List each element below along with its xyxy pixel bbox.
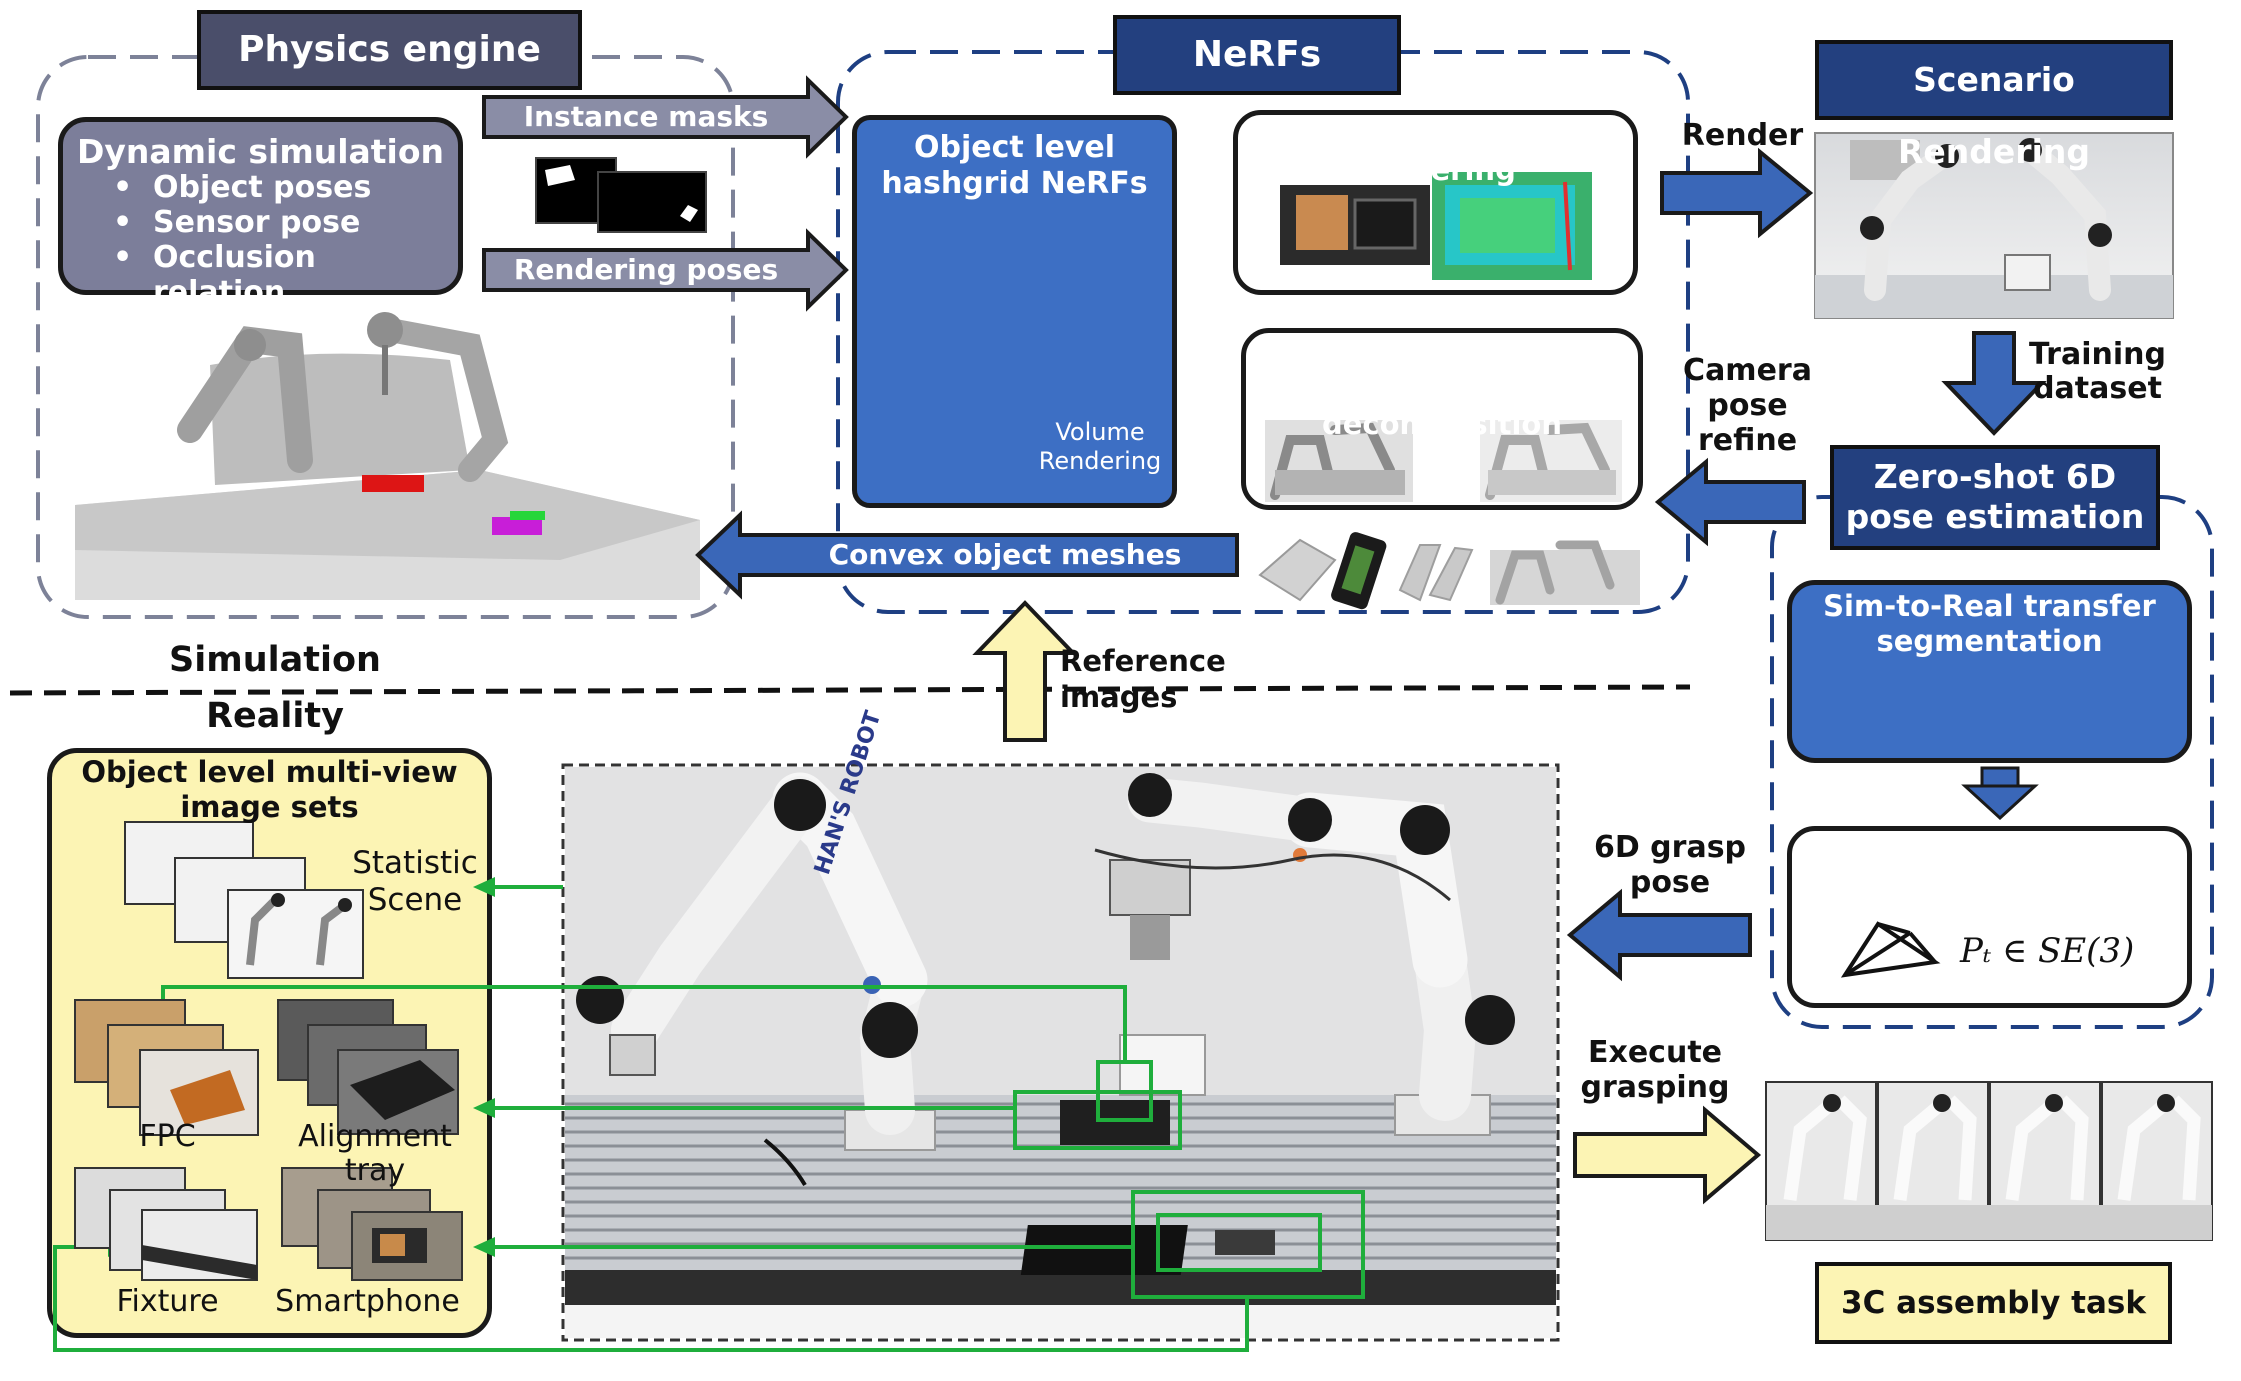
training-dataset-line1: Training	[2029, 337, 2166, 372]
execute-grasping-line2: grasping	[1580, 1070, 1730, 1105]
list-item: Sensor pose	[113, 205, 458, 240]
camera-pose-refine-line2: pose	[1707, 388, 1788, 423]
rendering-poses-label: Rendering poses	[513, 253, 779, 286]
statistic-scene-line1: Statistic	[352, 845, 478, 881]
statistic-scene-label: Statistic Scene	[345, 845, 485, 919]
grasp-pose-line1: 6D grasp	[1593, 830, 1747, 865]
instance-mask-thumbnails	[535, 157, 707, 233]
dynamic-simulation-box: Dynamic simulation Object poses Sensor p…	[58, 117, 463, 310]
nerfs-title: NeRFs	[1113, 15, 1401, 95]
hashgrid-title-line2: hashgrid NeRFs	[881, 166, 1148, 201]
alignment-tray-label: Alignment tray	[298, 1119, 452, 1188]
instance-masks-arrow	[482, 75, 849, 159]
segmentation-box: Sim-to-Real transfer segmentation	[1787, 580, 2192, 763]
list-item: Object poses	[113, 170, 458, 205]
multimodal-title-line2: rendering	[1355, 153, 1516, 187]
marching-title-line1: Marching cube & convex	[1304, 337, 1580, 406]
segmentation-title-line2: segmentation	[1876, 624, 2103, 658]
sim-reality-divider	[9, 684, 1691, 696]
convex-meshes-arrow	[695, 510, 1239, 600]
multimodal-rendering-box: Object multi-modal rendering	[1233, 110, 1638, 295]
hashgrid-title-line1: Object level	[914, 130, 1115, 165]
convex-object-meshes-label: Convex object meshes	[828, 538, 1182, 571]
execute-grasping-arrow	[1573, 1105, 1762, 1205]
marching-cube-box: Marching cube & convex decomposition	[1241, 328, 1643, 510]
execute-grasping-label: Execute grasping	[1580, 1035, 1730, 1105]
zero-shot-title: Zero-shot 6D pose estimation	[1830, 445, 2160, 550]
training-dataset-line2: dataset	[2033, 371, 2162, 406]
reality-label: Reality	[206, 696, 344, 736]
simulation-scene-picture	[75, 312, 700, 600]
camera-frustum-icon	[1840, 921, 1941, 978]
image-sets-title-line1: Object level multi-view	[81, 755, 458, 789]
camera-pose-refine-line1: Camera	[1683, 353, 1812, 388]
pose-estimation-box: Pose estimation with NeRF inverting Pₜ ∈…	[1787, 826, 2192, 1008]
segmentation-to-pose-arrow	[1961, 766, 2039, 821]
reference-images-label: Reference images	[1060, 644, 1226, 714]
multimodal-title-line1: Object multi-modal	[1278, 119, 1593, 153]
camera-pose-refine-arrow	[1654, 457, 1806, 547]
pose-formula: Pₜ ∈ SE(3)	[1960, 931, 2135, 971]
render-label: Render	[1681, 118, 1804, 153]
instance-masks-label: Instance masks	[523, 100, 769, 133]
assembly-task-title: 3C assembly task	[1815, 1262, 2172, 1344]
marching-title-line2: decomposition	[1321, 407, 1562, 441]
grasp-pose-arrow	[1566, 888, 1752, 982]
statistic-scene-line2: Scene	[367, 882, 463, 918]
rendering-poses-arrow	[482, 228, 849, 312]
volume-rendering-label: Volume Rendering	[1030, 418, 1170, 476]
camera-pose-refine-label: Camera pose refine	[1675, 353, 1820, 458]
image-set-thumbnails	[74, 821, 463, 1281]
image-sets-title-line2: image sets	[180, 790, 359, 824]
training-dataset-label: Training dataset	[2020, 338, 2175, 406]
multimodal-rendering-picture	[1280, 172, 1592, 280]
dynamic-simulation-title: Dynamic simulation	[76, 132, 445, 171]
simulation-label: Simulation	[169, 640, 381, 680]
volume-rendering-line1: Volume	[1055, 418, 1145, 446]
real-robot-photo	[565, 767, 1556, 1338]
zero-shot-title-line1: Zero-shot 6D	[1873, 457, 2117, 496]
image-sets-title: Object level multi-view image sets	[62, 755, 477, 825]
marching-cube-picture	[1265, 420, 1622, 502]
execute-grasping-line1: Execute	[1587, 1035, 1723, 1070]
volume-rendering-line2: Rendering	[1038, 447, 1162, 475]
camera-pose-refine-line3: refine	[1697, 423, 1798, 458]
convex-mesh-pictures	[1258, 532, 1640, 610]
robot-photo-frame	[561, 763, 1560, 1342]
zero-shot-title-line2: pose estimation	[1845, 497, 2145, 536]
grasp-pose-line2: pose	[1629, 865, 1711, 900]
physics-engine-title: Physics engine	[197, 10, 582, 90]
scenario-rendering-picture	[1814, 132, 2174, 319]
list-item: Occlusion relation	[113, 240, 458, 310]
pose-estimation-title-line2: with NeRF inverting	[1826, 874, 2153, 908]
assembly-photos	[1765, 1081, 2213, 1241]
marching-arrow-icon	[1415, 450, 1475, 474]
dynamic-simulation-list: Object poses Sensor pose Occlusion relat…	[63, 170, 458, 310]
render-arrow	[1660, 147, 1814, 239]
fixture-label: Fixture	[116, 1284, 219, 1319]
segmentation-title-line1: Sim-to-Real transfer	[1823, 589, 2156, 623]
scenario-rendering-title: Scenario Rendering	[1815, 40, 2173, 171]
smartphone-label: Smartphone	[275, 1284, 460, 1319]
hashgrid-nerfs-box: Object level hashgrid NeRFs	[852, 115, 1177, 508]
pose-estimation-title-line1: Pose estimation	[1857, 839, 2122, 873]
training-dataset-arrow	[1941, 331, 2047, 436]
nerfs-frame	[836, 50, 1690, 614]
fpc-label: FPC	[139, 1119, 196, 1154]
reference-images-arrow	[972, 600, 1078, 742]
grasp-pose-label: 6D grasp pose	[1590, 830, 1750, 900]
